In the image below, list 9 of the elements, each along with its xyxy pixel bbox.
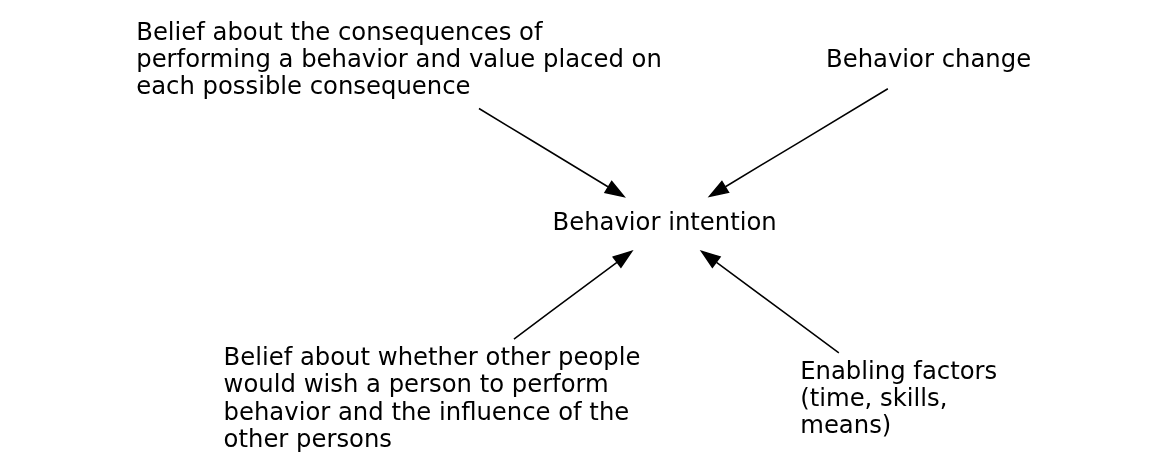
node-text: Belief about the consequences of performing a behavior and value placed on each possible consequence [135,16,662,101]
node-text: Behavior intention [552,206,777,236]
arrow [699,249,840,354]
node-text: Behavior change [825,44,1031,74]
arrow [512,249,634,340]
node-text: Enabling factors (time, skills, means) [799,355,997,440]
arrow [707,87,889,198]
arrow [477,107,626,198]
node-text: Belief about whether other people would wish a person to perform behavior and the influence of the other persons [223,341,640,453]
